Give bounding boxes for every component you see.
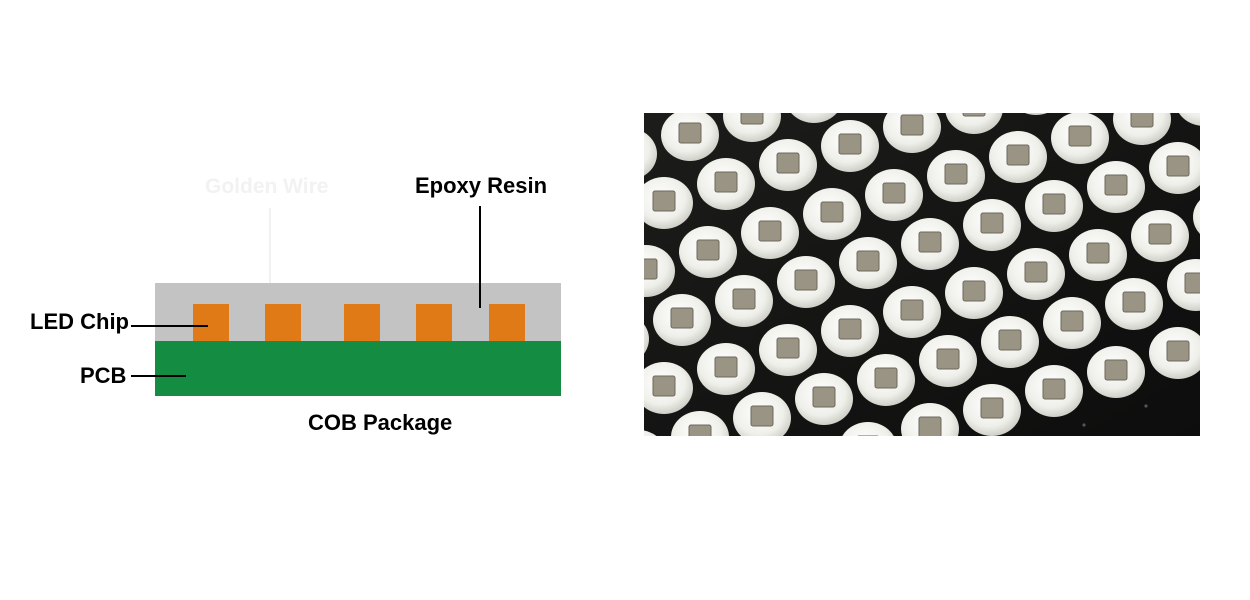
led-dome-chip [1043, 379, 1065, 399]
golden-wire-label: Golden Wire [205, 176, 329, 197]
led-dome-chip [937, 349, 959, 369]
led-dome-chip [653, 376, 675, 396]
led-dome-chip [901, 115, 923, 135]
pcb-layer [155, 341, 561, 396]
led-dome-chip [901, 300, 923, 320]
led-dome-chip [963, 281, 985, 301]
led-dome-chip [653, 191, 675, 211]
led-board-closeup-photo [644, 113, 1200, 436]
led-dome-chip [644, 259, 657, 279]
epoxy-resin-label: Epoxy Resin [415, 175, 547, 197]
led-dome-chip [1149, 224, 1171, 244]
led-dome-chip [1167, 156, 1189, 176]
led-dome-chip [813, 387, 835, 407]
led-dome-chip [945, 164, 967, 184]
led-dome-chip [883, 183, 905, 203]
led-chip [344, 304, 380, 341]
led-dome-chip [1043, 194, 1065, 214]
led-dome-chip [1105, 360, 1127, 380]
board-via-dot [1144, 404, 1147, 407]
led-dome-chip [839, 134, 861, 154]
led-dome-chip [777, 338, 799, 358]
led-dome-chip [733, 289, 755, 309]
led-dome-chip [1025, 262, 1047, 282]
led-dome-chip [1087, 243, 1109, 263]
led-dome-chip [751, 406, 773, 426]
led-dome-chip [741, 113, 763, 124]
led-dome-chip [715, 357, 737, 377]
led-dome-chip [963, 113, 985, 116]
led-dome-chip [1061, 311, 1083, 331]
led-chip [489, 304, 525, 341]
led-board-photo [644, 113, 1200, 436]
diagram-caption: COB Package [308, 412, 452, 434]
led-dome-chip [1131, 113, 1153, 127]
led-dome-chip [689, 425, 711, 436]
led-dome-chip [875, 368, 897, 388]
led-chip [193, 304, 229, 341]
led-dome-chip [1167, 341, 1189, 361]
pcb-label: PCB [80, 365, 126, 387]
board-via-dot [1082, 423, 1085, 426]
led-dome-chip [821, 202, 843, 222]
led-dome-chip [1123, 292, 1145, 312]
led-dome-chip [679, 123, 701, 143]
led-dome-chip [919, 417, 941, 436]
led-chip [416, 304, 452, 341]
led-dome-chip [981, 398, 1003, 418]
led-chip [265, 304, 301, 341]
led-dome-chip [1105, 175, 1127, 195]
led-dome-chip [999, 330, 1021, 350]
led-dome-chip [777, 153, 799, 173]
led-dome-chip [1007, 145, 1029, 165]
led-dome-chip [671, 308, 693, 328]
led-dome-chip [795, 270, 817, 290]
led-dome-chip [759, 221, 781, 241]
led-dome-chip [981, 213, 1003, 233]
led-dome-chip [1069, 126, 1091, 146]
led-dome-chip [857, 251, 879, 271]
led-dome-chip [1185, 273, 1200, 293]
cob-cross-section-diagram [0, 0, 620, 600]
led-chip-label: LED Chip [30, 311, 129, 333]
led-dome-chip [715, 172, 737, 192]
led-dome-chip [697, 240, 719, 260]
led-dome-chip [839, 319, 861, 339]
led-dome-chip [919, 232, 941, 252]
